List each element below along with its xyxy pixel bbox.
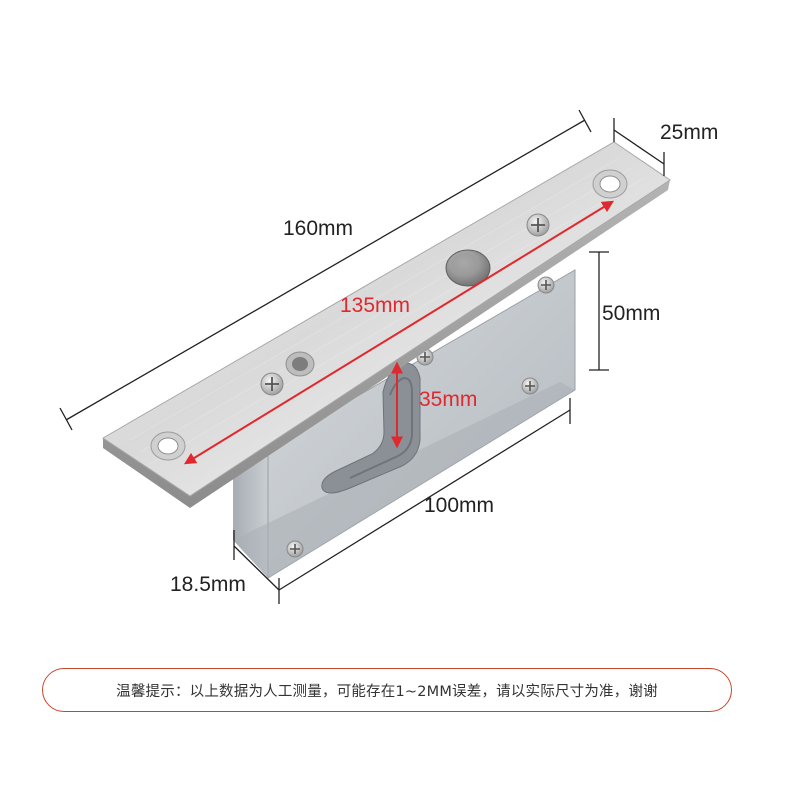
body-length-label: 100mm (424, 494, 495, 517)
hole-spacing-label: 135mm (340, 294, 411, 317)
note-banner: 温馨提示：以上数据为人工测量，可能存在1~2MM误差，请以实际尺寸为准，谢谢 (42, 668, 732, 712)
body-screw-icon (521, 377, 539, 395)
center-distance-label: 35mm (419, 388, 478, 411)
body-screw-icon (537, 276, 555, 294)
body-screw-icon (286, 540, 304, 558)
length-label: 160mm (283, 217, 354, 240)
hole-spacing-arrow (183, 200, 615, 465)
plate-screw-icon (526, 213, 550, 237)
thickness-label: 18.5mm (170, 573, 246, 596)
mounting-hole-icon (150, 431, 186, 461)
note-text: 温馨提示：以上数据为人工测量，可能存在1~2MM误差，请以实际尺寸为准，谢谢 (116, 683, 658, 700)
width-label: 25mm (660, 121, 719, 144)
height-label: 50mm (602, 302, 661, 325)
latch-hole-icon (285, 351, 315, 377)
mounting-hole-icon (592, 169, 628, 199)
plate-screw-icon (260, 372, 284, 396)
